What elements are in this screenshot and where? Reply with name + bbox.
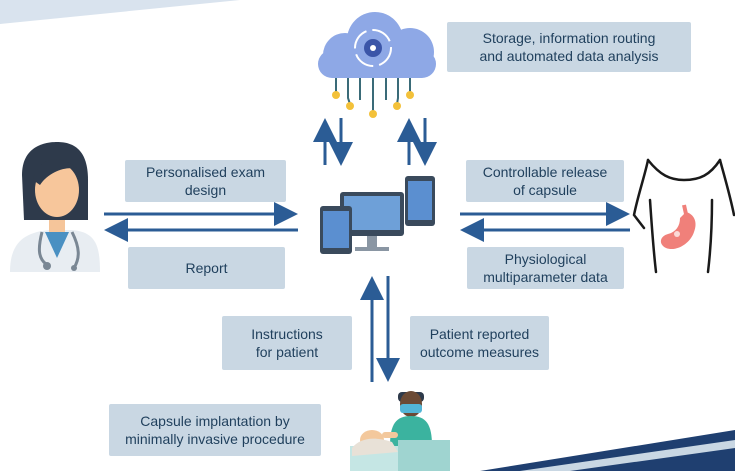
report-label: Report [128, 247, 285, 289]
personalised-exam-label: Personalised exam design [125, 160, 286, 202]
cloud-storage-label: Storage, information routing and automat… [447, 22, 691, 72]
capsule-implantation-label: Capsule implantation by minimally invasi… [109, 404, 321, 456]
instructions-label: Instructions for patient [222, 316, 352, 370]
controllable-release-label: Controllable release of capsule [466, 160, 624, 202]
physiological-data-label: Physiological multiparameter data [467, 247, 624, 289]
patient-outcomes-label: Patient reported outcome measures [410, 316, 549, 370]
